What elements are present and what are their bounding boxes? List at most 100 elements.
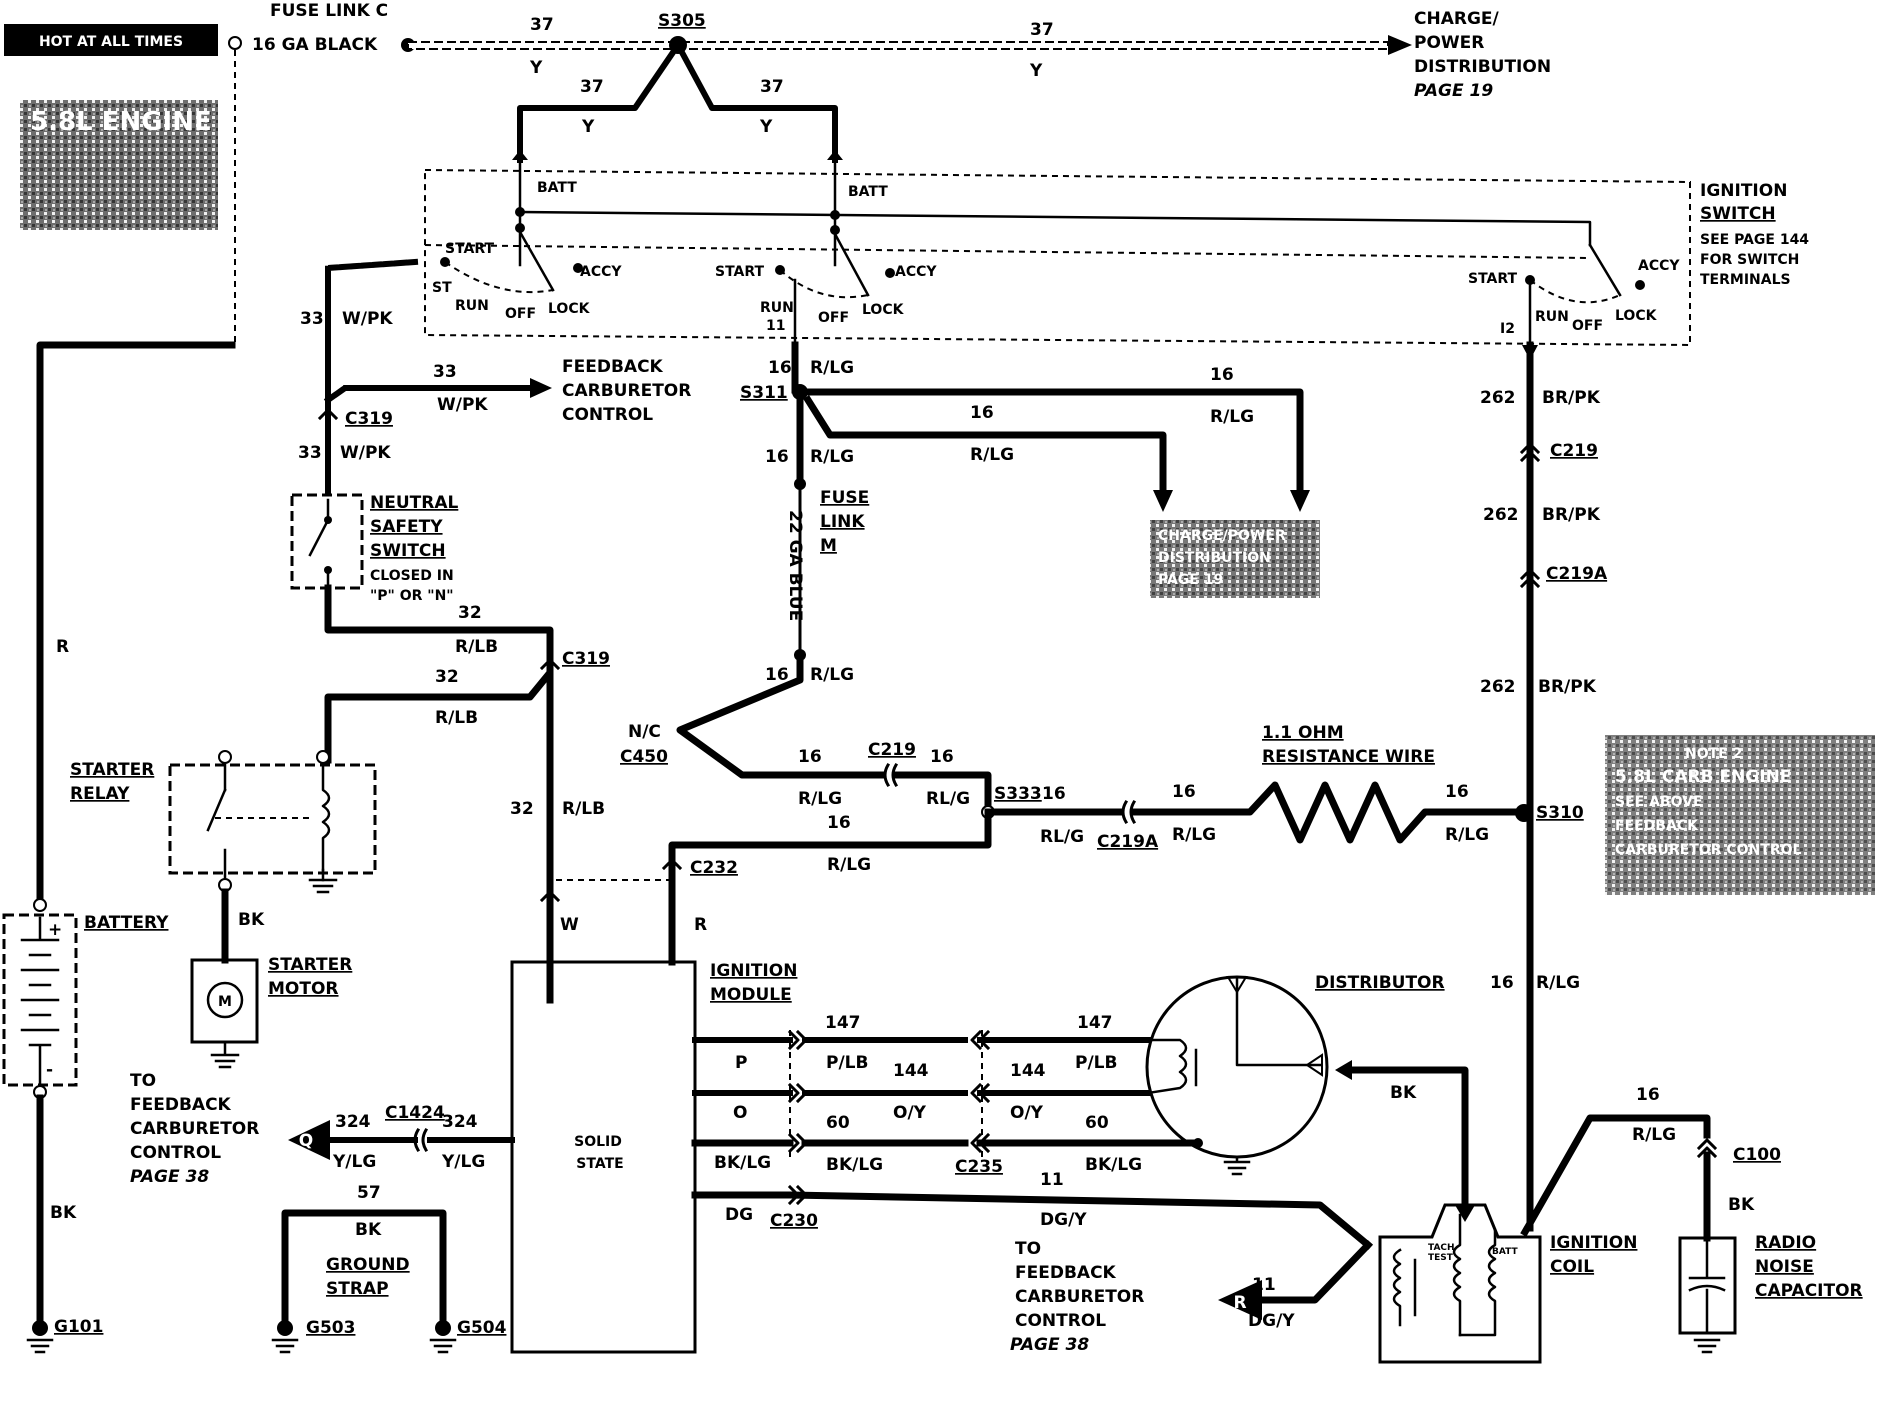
to-label-2: FEEDBACK: [130, 1095, 232, 1115]
coil-to-label-2: FEEDBACK: [1015, 1263, 1117, 1283]
c235-label: C235: [955, 1157, 1003, 1177]
circuit-16-label-10: 16: [1445, 782, 1469, 802]
c219a-label-coil: C219A: [1546, 564, 1608, 584]
rlg-label-3: R/LG: [970, 445, 1014, 465]
rlb-label-3: R/LB: [562, 799, 605, 819]
arrow-feedback-r: [1218, 1280, 1262, 1320]
batt-label-1: BATT: [537, 180, 577, 196]
batt-label-2: BATT: [848, 184, 888, 200]
c232-label: C232: [690, 858, 738, 878]
accy-label-1: ACCY: [580, 264, 622, 280]
fuse-m-label-2: LINK: [820, 512, 865, 532]
circuit-57-label: 57: [357, 1183, 381, 1203]
module-label-2: MODULE: [710, 985, 792, 1005]
solid-label-1: SOLID: [574, 1134, 622, 1150]
plb-label-1: P/LB: [826, 1053, 868, 1073]
dgy-label-2: DG/Y: [1248, 1311, 1295, 1331]
distributor: [1145, 975, 1475, 1222]
ground-strap-label-2: STRAP: [326, 1279, 389, 1299]
circuit-33-label-3: 33: [298, 443, 322, 463]
circuit-16-label-8: 16: [1042, 784, 1066, 804]
circuit-11-label-1: 11: [1040, 1170, 1064, 1190]
wpk-label-1: W/PK: [342, 309, 393, 329]
start-label-3: START: [1468, 271, 1518, 287]
circuit-37-label-c: 37: [580, 77, 604, 97]
switch-see-1: SEE PAGE 144: [1700, 232, 1809, 248]
bk-label-cap: BK: [1728, 1195, 1755, 1215]
circuit-16-label-coil: 16: [1490, 973, 1514, 993]
s333-label: S333: [994, 784, 1042, 804]
switch1-blade: [518, 230, 555, 292]
q-terminal-label: Q: [299, 1131, 313, 1151]
to-label-4: CONTROL: [130, 1143, 221, 1163]
c219-coil-connector: [1519, 442, 1541, 463]
dg-label: DG: [725, 1205, 753, 1225]
circuit-37-label-d: 37: [760, 77, 784, 97]
to-label-3: CARBURETOR: [130, 1119, 259, 1139]
run-label-2: RUN: [760, 300, 794, 316]
ground-strap: [281, 1209, 447, 1332]
circuit-16-label-11: 16: [827, 813, 851, 833]
bklg-label-3: BK/LG: [1085, 1155, 1142, 1175]
color-y-label-b: Y: [1029, 61, 1043, 81]
circuit-147-label-1: 147: [825, 1013, 861, 1033]
circuit-16-label-1: 16: [768, 358, 792, 378]
off-label-1: OFF: [505, 306, 536, 322]
rlg-label-2: R/LG: [1210, 407, 1254, 427]
c219-label-coil: C219: [1550, 441, 1598, 461]
fuse-link-c-label: FUSE LINK C: [270, 1, 388, 21]
obscured-dist-2: DISTRIBUTION: [1158, 550, 1271, 566]
wire-16-rlg-to-c219: [676, 651, 886, 779]
c1424-label: C1424: [385, 1103, 445, 1123]
charge-page-label: PAGE 19: [1414, 81, 1493, 101]
g503-ground-icon: [271, 1338, 299, 1354]
rlg-label-5: R/LG: [810, 665, 854, 685]
obscured-dist-3: PAGE 19: [1158, 572, 1223, 588]
bk-label-strap: BK: [355, 1220, 382, 1240]
nss-label-3: SWITCH: [370, 541, 446, 561]
module-label-1: IGNITION: [710, 961, 797, 981]
obscured-distribution-box: CHARGE/POWER DISTRIBUTION PAGE 19: [1150, 520, 1320, 598]
ignition-coil-body: [1378, 1203, 1542, 1364]
hot-label: HOT AT ALL TIMES: [39, 34, 183, 50]
fuse-m-label-3: M: [820, 536, 837, 556]
battery-plus: +: [48, 920, 62, 940]
color-y-label-a: Y: [529, 58, 543, 78]
circuit-16-label-cap: 16: [1636, 1085, 1660, 1105]
coil-label-2: COIL: [1550, 1257, 1594, 1277]
distributor-pickup-coil: [1146, 1038, 1188, 1095]
coil-winding-1: [1452, 1213, 1462, 1337]
splice-s305-label: S305: [658, 11, 706, 31]
tach-label-2: TEST: [1428, 1253, 1454, 1263]
circuit-16-label-3: 16: [970, 403, 994, 423]
circuit-144-label-2: 144: [1010, 1061, 1046, 1081]
wire-37-to-batt2: [673, 40, 838, 163]
s310-label: S310: [1536, 803, 1584, 823]
c235-connector-1: [970, 1029, 991, 1051]
charge-label-1: CHARGE/: [1414, 9, 1500, 29]
c450-label: C450: [620, 747, 668, 767]
wire-16-rlg-branch-a: [796, 388, 1304, 494]
to-label-1: TO: [130, 1071, 156, 1091]
circuit-33-label-2: 33: [433, 362, 457, 382]
circuit-16-label-6: 16: [798, 747, 822, 767]
resistance-label-1: 1.1 OHM: [1262, 723, 1344, 743]
off-label-2: OFF: [818, 310, 849, 326]
r-label-module: R: [694, 915, 707, 935]
run-12-label: I2: [1500, 321, 1515, 337]
circuit-32-label-3: 32: [510, 799, 534, 819]
wire-16-rlg-to-s333: [892, 771, 992, 814]
w-label: W: [560, 915, 579, 935]
circuit-16-label-4: 16: [765, 447, 789, 467]
nss-label-1: NEUTRAL: [370, 493, 458, 513]
tach-label-1: TACH: [1428, 1243, 1455, 1253]
c230-connector: [787, 1184, 808, 1206]
lock-label-3: LOCK: [1615, 308, 1658, 324]
wire-32-rlb: [324, 584, 554, 1004]
charge-label-2: POWER: [1414, 33, 1484, 53]
oy-label-1: O/Y: [893, 1103, 927, 1123]
start-label-1: START: [445, 241, 495, 257]
to-page-label: PAGE 38: [130, 1167, 209, 1187]
wire-16-rlg-capacitor: [1520, 1114, 1711, 1237]
rlg-label-10: R/LG: [1445, 825, 1489, 845]
